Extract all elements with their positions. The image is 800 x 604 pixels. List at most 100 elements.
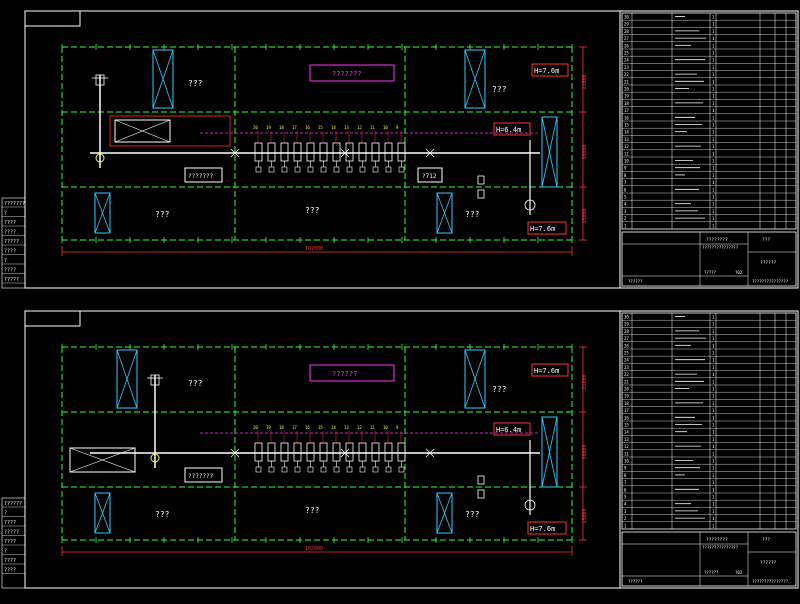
table-row-number: 30	[624, 315, 629, 320]
table-row-number: 13	[624, 437, 629, 442]
table-qty: 1	[712, 459, 715, 464]
left-margin-mark: ?	[4, 549, 7, 555]
table-row-number: 17	[624, 408, 629, 413]
left-margin-mark: ?	[4, 258, 7, 264]
table-row-number: 5	[624, 495, 627, 500]
left-margin-mark: ????	[4, 539, 16, 545]
motor-icon: 10	[383, 425, 393, 473]
left-margin-mark: ?	[4, 511, 7, 517]
row-dimension-text: 30000	[582, 144, 588, 159]
sheet-tab	[24, 310, 81, 327]
equipment-base	[294, 466, 301, 473]
left-margin-marks: ?????????????????????????????	[1, 497, 26, 589]
conveyor-hatch	[114, 119, 171, 143]
table-qty: 1	[712, 223, 715, 228]
table-qty: 1	[712, 444, 715, 449]
room-label: ???	[305, 206, 320, 215]
table-row-number: 2	[624, 516, 627, 521]
table-qty: 1	[712, 195, 715, 200]
vessel-outline	[152, 49, 174, 109]
left-margin-mark: ?	[4, 211, 7, 217]
table-qty: 1	[712, 79, 715, 84]
equipment-base	[255, 466, 262, 473]
overall-dimension-text: 102000	[305, 246, 323, 252]
table-row-number: 3	[624, 209, 627, 214]
table-row-number: 8	[624, 473, 627, 478]
vessel-icon	[464, 349, 486, 409]
table-row-number: 24	[624, 358, 629, 363]
height-tag-box	[531, 363, 569, 377]
title-callout-text: ??????	[332, 370, 357, 378]
table-row-number: 15	[624, 123, 629, 128]
equipment-base	[294, 166, 301, 173]
table-row-number: 20	[624, 87, 629, 92]
equipment-number-label: 13	[344, 425, 349, 430]
table-qty: 1	[712, 180, 715, 185]
left-margin-box	[1, 497, 26, 589]
valve-icon	[340, 148, 350, 158]
table-row-number: 18	[624, 101, 629, 106]
table-row-number: 5	[624, 195, 627, 200]
table-qty: 1	[712, 423, 715, 428]
valve-stroke	[230, 148, 240, 158]
table-qty: 1	[712, 387, 715, 392]
motor-icon: 10	[383, 125, 393, 173]
equipment-base	[398, 466, 405, 473]
vessel-hatch	[116, 349, 138, 409]
table-row-number: 27	[624, 336, 629, 341]
table-row-number: 29	[624, 322, 629, 327]
vessel-hatch	[436, 192, 453, 234]
table-qty: 1	[712, 72, 715, 77]
table-row-number: 11	[624, 151, 629, 156]
vessel-icon	[541, 116, 558, 188]
table-row-number: 2	[624, 216, 627, 221]
table-qty: 1	[712, 209, 715, 214]
room-label: ???	[188, 79, 203, 88]
height-tag-text: H=7.6m	[530, 225, 555, 233]
table-qty: 1	[712, 216, 715, 221]
table-qty: 1	[712, 394, 715, 399]
table-row-number: 24	[624, 58, 629, 63]
left-margin-mark: ????	[4, 220, 16, 226]
table-qty: 1	[712, 51, 715, 56]
table-row-number: 23	[624, 365, 629, 370]
table-row-number: 6	[624, 487, 627, 492]
equipment-base	[281, 166, 288, 173]
left-margin-mark: ????	[4, 520, 16, 526]
table-row-number: 17	[624, 108, 629, 113]
vessel-hatch	[541, 116, 558, 188]
vessel-hatch	[464, 49, 486, 109]
row-dimension-text: 21000	[582, 374, 588, 389]
table-qty: 1	[712, 137, 715, 142]
equipment-number-label: 20	[253, 425, 258, 430]
table-row-number: 28	[624, 329, 629, 334]
sheet-border	[24, 10, 799, 289]
vessel-hatch	[94, 492, 111, 534]
vessel-hatch	[152, 49, 174, 109]
title-block-outline	[621, 531, 797, 587]
conveyor-box	[69, 447, 136, 473]
table-qty: 1	[712, 401, 715, 406]
motor-icon: 17	[292, 125, 302, 173]
left-margin-mark: ????	[4, 268, 16, 274]
table-row-number: 3	[624, 509, 627, 514]
equipment-number-label: 20	[253, 125, 258, 130]
table-row-number: 9	[624, 166, 627, 171]
equipment-number-label: 18	[279, 425, 284, 430]
motor-icon: 16	[305, 125, 315, 173]
table-qty: 1	[712, 15, 715, 20]
right-wheel	[524, 199, 536, 211]
height-tag-box	[531, 63, 569, 77]
title-sheet-name: ??????	[628, 279, 643, 284]
table-row-number: 20	[624, 387, 629, 392]
equipment-number-label: 9	[396, 125, 399, 130]
left-margin-mark: ????	[4, 230, 16, 236]
table-row-number: 25	[624, 351, 629, 356]
equipment-base	[398, 166, 405, 173]
table-row-number: 4	[624, 202, 627, 207]
equipment-number-label: 16	[305, 425, 310, 430]
table-qty: 1	[712, 408, 715, 413]
table-qty: 1	[712, 87, 715, 92]
